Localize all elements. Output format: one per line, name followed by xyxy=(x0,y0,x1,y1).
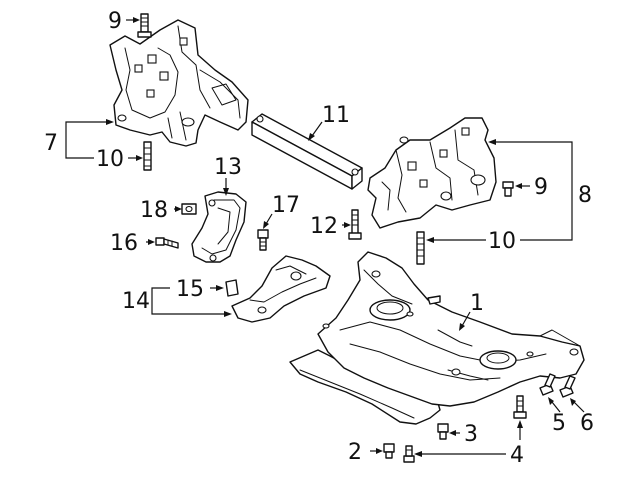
bolt-15 xyxy=(155,237,179,249)
callout-7: 7 xyxy=(44,131,58,156)
left-side-bracket xyxy=(109,19,249,147)
callout-1: 1 xyxy=(470,291,484,316)
leader-lines xyxy=(65,17,585,457)
callout-17: 18 xyxy=(140,198,168,223)
callout-18: 15 xyxy=(176,277,204,302)
stud-10-right xyxy=(416,231,425,265)
callout-13: 13 xyxy=(214,155,242,180)
main-subframe xyxy=(289,251,585,425)
callout-4: 4 xyxy=(510,443,524,468)
callout-10-right: 10 xyxy=(488,229,516,254)
bolt-9-right xyxy=(502,181,514,197)
right-side-bracket xyxy=(367,117,497,229)
callout-3: 3 xyxy=(464,422,478,447)
bolt-3 xyxy=(437,423,449,440)
bolt-5 xyxy=(539,373,556,396)
callout-5: 5 xyxy=(552,411,566,436)
callout-12: 12 xyxy=(310,214,338,239)
callout-9-right: 9 xyxy=(534,175,548,200)
nut-17 xyxy=(181,203,197,215)
callout-11: 11 xyxy=(322,103,350,128)
callout-2: 2 xyxy=(348,440,362,465)
clip-18 xyxy=(225,279,239,297)
callout-14: 14 xyxy=(122,289,150,314)
callout-9-top: 9 xyxy=(108,9,122,34)
bolt-6 xyxy=(559,375,576,398)
callout-8: 8 xyxy=(578,183,592,208)
heat-shield xyxy=(191,191,247,263)
bolt-4-upper xyxy=(513,395,527,419)
bolt-16 xyxy=(257,229,269,251)
bolt-4-lower xyxy=(403,445,415,463)
callout-labels: 9 7 10 11 13 18 17 16 12 14 15 8 9 10 1 … xyxy=(44,9,594,468)
cross-tube xyxy=(251,113,363,190)
callout-16: 17 xyxy=(272,193,300,218)
lower-arm-bracket xyxy=(231,255,331,323)
callout-6: 6 xyxy=(580,411,594,436)
bolt-12 xyxy=(348,209,362,240)
stud-10-left xyxy=(143,141,152,171)
callout-15: 16 xyxy=(110,231,138,256)
bolt-2 xyxy=(383,443,395,459)
callout-10-left: 10 xyxy=(96,147,124,172)
bolt-9-top xyxy=(137,13,152,38)
